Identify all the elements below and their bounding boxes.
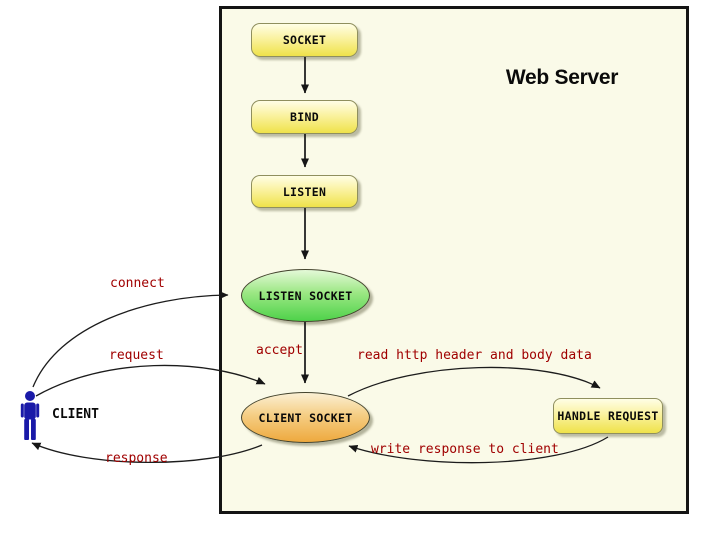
- edge-label-connect: connect: [110, 276, 165, 291]
- node-client-socket: CLIENT SOCKET: [241, 392, 370, 443]
- node-socket: SOCKET: [251, 23, 358, 57]
- edge-label-read-http: read http header and body data: [357, 348, 592, 363]
- node-listen-socket: LISTEN SOCKET: [241, 269, 370, 322]
- node-listen-label: LISTEN: [282, 184, 327, 199]
- diagram-title: Web Server: [505, 66, 619, 89]
- edge-label-write-response: write response to client: [371, 442, 559, 457]
- node-handle-request-label: HANDLE REQUEST: [557, 409, 659, 423]
- node-socket-label: SOCKET: [282, 33, 327, 47]
- node-listen-socket-label: LISTEN SOCKET: [258, 288, 353, 303]
- edge-label-accept: accept: [256, 343, 303, 358]
- node-handle-request: HANDLE REQUEST: [553, 398, 663, 434]
- node-bind: BIND: [251, 100, 358, 134]
- node-bind-label: BIND: [290, 110, 319, 124]
- edge-connect-arrow: [32, 291, 229, 388]
- client-actor-label: CLIENT: [52, 407, 99, 422]
- node-client-socket-label: CLIENT SOCKET: [258, 410, 353, 425]
- edge-label-request: request: [109, 348, 164, 363]
- edge-label-response: response: [105, 451, 168, 466]
- client-person-icon: [20, 391, 40, 440]
- node-listen: LISTEN: [251, 175, 358, 208]
